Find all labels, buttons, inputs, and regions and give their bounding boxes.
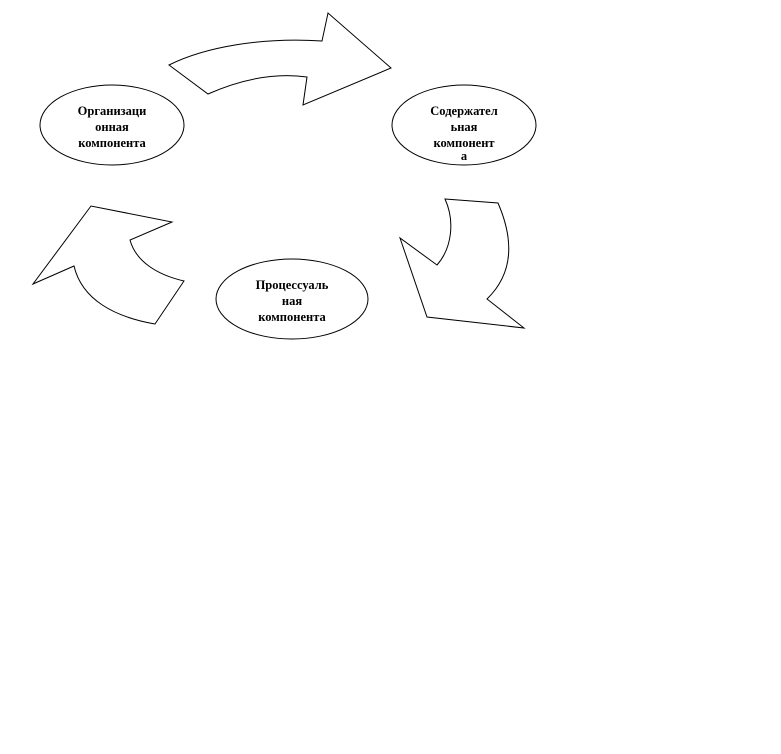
node-procedural-label: Процессуаль ная компонента: [227, 277, 357, 325]
node-procedural-line-3: компонента: [258, 310, 326, 324]
node-organizational-label: Организаци онная компонента: [52, 103, 172, 151]
node-content-line-1: Содержател: [430, 104, 498, 118]
node-content-line-4: а: [460, 149, 468, 163]
node-organizational-line-1: Организаци: [77, 104, 147, 118]
node-organizational-line-3: компонента: [78, 136, 146, 150]
arrow-content-to-procedural: [399, 198, 526, 329]
node-procedural-line-1: Процессуаль: [255, 278, 329, 292]
node-organizational-line-2: онная: [95, 120, 129, 134]
node-procedural-ellipse: [215, 258, 369, 340]
node-content-ellipse: [391, 84, 537, 166]
arrow-organizational-to-content: [168, 12, 392, 106]
node-content-line-3: компонент: [433, 136, 495, 150]
node-organizational-ellipse: [39, 84, 185, 166]
node-content-label: Содержател ьная компонент а: [404, 103, 524, 162]
arrow-procedural-to-organizational: [31, 205, 185, 325]
node-procedural-line-2: ная: [281, 294, 303, 308]
node-content-line-2: ьная: [450, 120, 478, 134]
